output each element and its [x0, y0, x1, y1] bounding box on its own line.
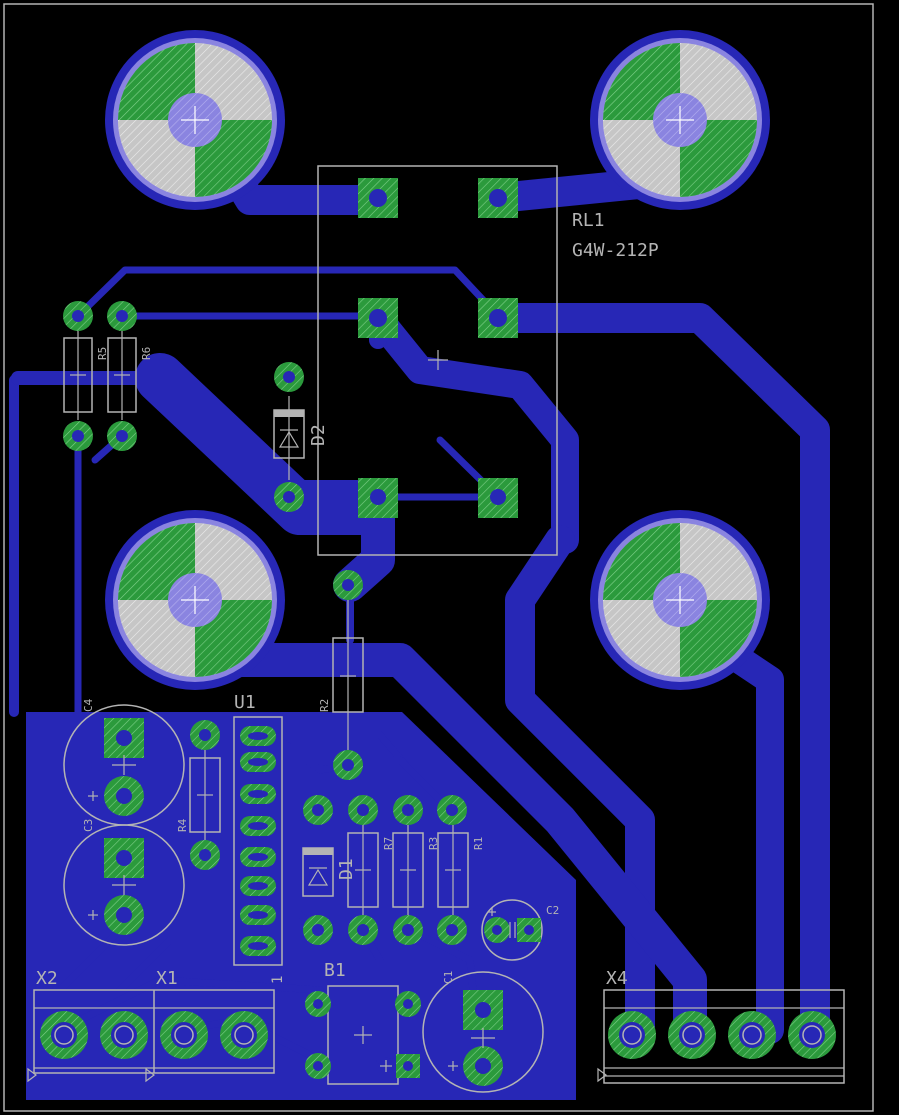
d1-label: D1	[336, 858, 357, 880]
relay-outline	[317, 165, 558, 556]
ic-u1: U1 1	[233, 692, 286, 984]
x4-label: X4	[606, 968, 628, 989]
diode-d1: D1	[302, 795, 357, 945]
d2-label: D2	[308, 424, 329, 446]
relay-name-label: RL1	[572, 210, 605, 231]
c3-label: C3	[82, 819, 95, 832]
r5-r6-pads	[63, 301, 137, 451]
r6-label: R6	[140, 347, 153, 360]
r3-label: R3	[427, 837, 440, 850]
resistor-r4: R4	[176, 720, 221, 870]
mount-pad-top-left	[105, 30, 285, 210]
relay-value-label: G4W-212P	[572, 240, 659, 261]
x4-pads	[608, 1011, 836, 1059]
c2-label: C2	[546, 904, 559, 917]
r4-label: R4	[176, 818, 189, 832]
capacitor-c2: C2	[481, 899, 559, 961]
diode-d2: D2	[273, 362, 329, 512]
r2-label: R2	[318, 699, 331, 712]
u1-label: U1	[234, 692, 256, 713]
terminal-x4: X4	[597, 968, 845, 1084]
capacitor-c3: C3	[63, 819, 185, 946]
r7-label: R7	[382, 837, 395, 850]
relay-pads	[358, 178, 518, 518]
u1-pins	[240, 726, 276, 956]
x2-label: X2	[36, 968, 58, 989]
c1-label: C1	[442, 971, 455, 984]
mount-pad-top-right	[590, 30, 770, 210]
x2-x1-pads	[40, 1011, 268, 1059]
r5-label: R5	[96, 347, 109, 360]
r1-label: R1	[472, 837, 485, 850]
traces	[9, 95, 830, 1069]
bridge-b1: B1	[305, 960, 421, 1085]
resistors-r5-r6: R5 R6	[63, 301, 153, 451]
resistors-r7-r3-r1: R7 R3 R1	[347, 795, 485, 945]
u1-pin1-label: 1	[270, 976, 286, 984]
capacitor-c4: C4	[63, 698, 185, 826]
resistor-r2: R2	[318, 570, 364, 780]
mount-pad-mid-right	[590, 510, 770, 690]
x1-label: X1	[156, 968, 178, 989]
mounting-pads	[105, 30, 770, 690]
board-outline	[3, 3, 874, 1112]
capacitor-c1: C1	[422, 971, 544, 1093]
terminal-x2-x1: X2 X1	[27, 968, 275, 1083]
c4-label: C4	[82, 698, 95, 712]
b1-label: B1	[324, 960, 346, 981]
mount-pad-mid-left	[105, 510, 285, 690]
relay-rl1: RL1 G4W-212P	[317, 165, 659, 556]
